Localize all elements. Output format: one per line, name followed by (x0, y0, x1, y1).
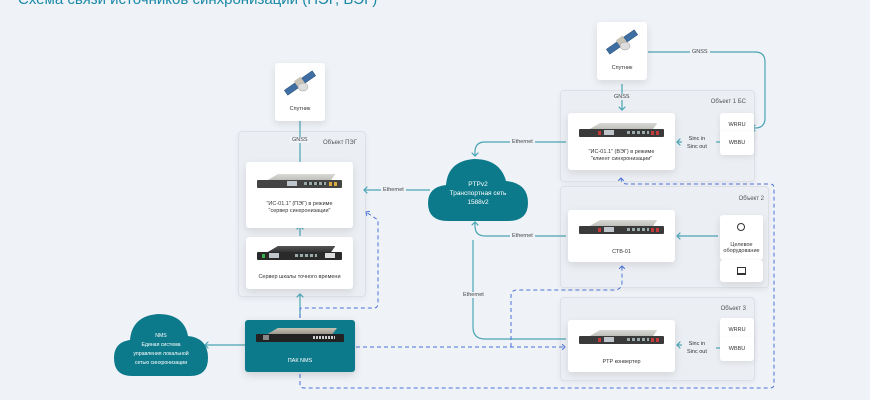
target-equipment-line1: Целевое (730, 242, 753, 248)
ptp-cloud (428, 159, 528, 221)
ptp-cloud-line1: PTPv2 (468, 181, 488, 188)
server-device-icon (256, 174, 343, 188)
peg-server-line1: "ИС-01.1" (ПЭГ) в режиме (266, 201, 333, 207)
ethernet-obj2-to-ptp (475, 222, 566, 237)
gnss-label-right: GNSS (612, 94, 632, 100)
obj3-sinc-out: Sinc out (687, 349, 707, 355)
server-device-icon (578, 330, 665, 344)
ethernet-label-1bs: Ethernet (510, 139, 535, 145)
ptp-converter-label: PTP конвертер (602, 359, 641, 365)
obj1bs-sinc-in: Sinc in (688, 136, 706, 142)
time-server-label: Сервер шкалы точного времени (258, 274, 341, 280)
obj1bs-line2: "клиент синхронизации" (590, 156, 653, 162)
peg-server-line2: "сервер синхронизации" (268, 208, 331, 214)
nms-cloud-text: NMS Единая система управления локальной … (114, 332, 208, 368)
pak-nms-label: ПАК NMS (287, 358, 313, 364)
target-equipment-line2: оборудование (723, 248, 760, 254)
nms-cloud-line1: NMS (155, 333, 167, 339)
satellite-icon (606, 29, 638, 55)
obj1bs-server-card: "ИС-01.1" (ВЭГ) в режиме "клиент синхрон… (568, 113, 675, 170)
mgmt-link-1bs (299, 178, 775, 389)
pak-nms-box: ПАК NMS (245, 320, 355, 372)
gnss-label-right-top: GNSS (690, 49, 710, 55)
mgmt-link-stv (510, 266, 622, 347)
gnss-link-wrru (648, 51, 766, 128)
object-2-label: Объект 2 (738, 196, 764, 202)
satellite-right-card: Спутник (597, 22, 647, 80)
ptp-converter-card: PTP конвертер (568, 320, 675, 372)
mgmt-link-peg (299, 212, 379, 318)
gnss-label-left: GNSS (290, 137, 310, 143)
nms-cloud-line4: сетью синхронизации (134, 360, 188, 366)
ethernet-label-obj3: Ethernet (461, 292, 486, 298)
obj1bs-wbbu: WBBU (720, 131, 754, 155)
satellite-right-label: Спутник (611, 65, 633, 71)
nms-cloud (114, 314, 208, 376)
stv01-label: СТВ-01 (612, 249, 631, 255)
object-1bs-label: Объект 1 БС (710, 99, 746, 105)
obj3-sinc: Sinc in Sinc out (687, 340, 707, 356)
obj3-wbbu: WBBU (720, 337, 754, 361)
ethernet-1bs-to-ptp (475, 141, 566, 156)
ethernet-label-obj2: Ethernet (510, 233, 535, 239)
target-equipment-laptop-card (720, 260, 763, 282)
peg-server-card: "ИС-01.1" (ПЭГ) в режиме "сервер синхрон… (246, 162, 353, 228)
obj3-sinc-in: Sinc in (688, 341, 706, 347)
obj1bs-line1: "ИС-01.1" (ВЭГ) в режиме (588, 149, 655, 155)
stv01-card: СТВ-01 (568, 210, 675, 262)
object-3-label: Объект 3 (720, 306, 746, 312)
server-device-icon (578, 123, 665, 137)
ptp-cloud-line2: Транспортная сеть (449, 190, 507, 197)
time-server-card: Сервер шкалы точного времени (246, 237, 353, 289)
nms-cloud-line3: управления локальной (133, 351, 189, 357)
satellite-icon (284, 70, 316, 96)
ethernet-label-peg: Ethernet (381, 187, 406, 193)
object-peg-label: Объект ПЭГ (323, 140, 357, 146)
laptop-icon (737, 267, 746, 275)
satellite-left-label: Спутник (289, 106, 311, 112)
server-device-icon (256, 246, 343, 260)
server-device-icon (578, 220, 665, 234)
obj1bs-sinc: Sinc in Sinc out (687, 135, 707, 151)
ptp-cloud-line3: 1588v2 (467, 199, 489, 206)
page-title: Схема связи источников синхронизации (ПЭ… (18, 0, 377, 8)
target-equipment-card: Целевое оборудование (720, 215, 763, 260)
obj1bs-sinc-out: Sinc out (687, 144, 707, 150)
ptp-cloud-text: PTPv2 Транспортная сеть 1588v2 (428, 180, 528, 207)
clock-icon (737, 223, 745, 231)
nms-cloud-line2: Единая система (141, 342, 181, 348)
satellite-left-card: Спутник (275, 63, 325, 121)
server-device-icon (256, 328, 344, 342)
ethernet-obj3-to-ptp (472, 240, 566, 340)
